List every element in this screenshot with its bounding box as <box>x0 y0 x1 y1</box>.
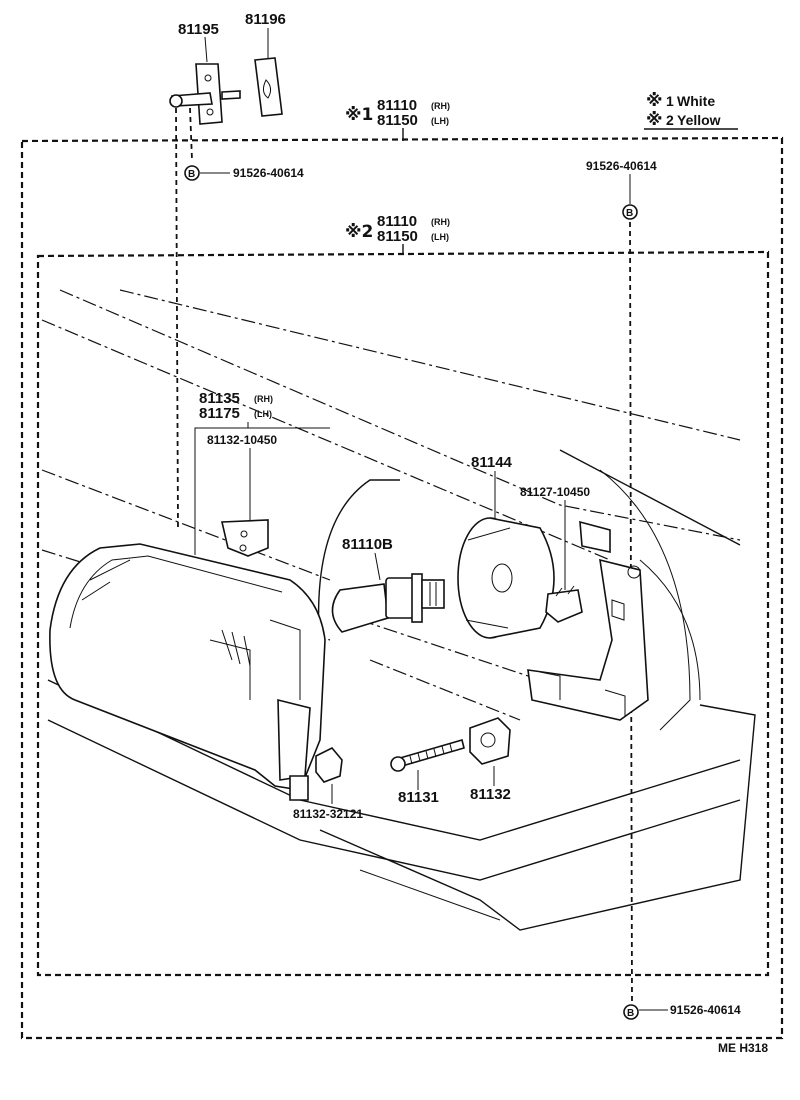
part-81195-bracket <box>169 63 241 125</box>
legend: ※ 1 White ※ 2 Yellow <box>644 91 738 130</box>
outer-assembly-frame <box>20 136 784 1040</box>
label-81195: 81195 <box>178 21 219 38</box>
part-mounting-bracket <box>527 520 649 721</box>
assembly-outer-lh-tag: (LH) <box>431 116 449 126</box>
part-81132-32121-clip <box>315 747 343 783</box>
assembly-outer-label: ※1 81110 (RH) 81150 (LH) <box>345 97 450 141</box>
bolt-callout-top-left: B 91526-40614 <box>184 165 304 181</box>
bolt-code-3: 91526-40614 <box>670 1003 741 1017</box>
part-headlamp-housing <box>49 543 326 801</box>
assembly-inner-rh: 81110 <box>377 213 417 230</box>
legend-text-white: White <box>677 93 715 109</box>
part-81132-nut <box>469 717 511 765</box>
bolt-symbol-2: B <box>626 208 633 219</box>
label-81110B: 81110B <box>342 536 393 553</box>
label-81132-10450: 81132-10450 <box>207 433 277 447</box>
label-81127-10450: 81127-10450 <box>520 485 590 499</box>
part-81110B-bulb <box>331 573 445 633</box>
part-81131-screw <box>390 739 465 772</box>
assembly-inner-mark: ※2 <box>345 222 373 242</box>
label-81132: 81132 <box>470 786 511 803</box>
label-81175-tag: (LH) <box>254 409 272 419</box>
part-81144-socket-cover <box>457 517 555 639</box>
assembly-outer-rh: 81110 <box>377 97 417 114</box>
part-81196-plate <box>254 57 283 117</box>
footer-code: ME H318 <box>718 1041 768 1055</box>
label-81131: 81131 <box>398 789 439 806</box>
bolt-code-2: 91526-40614 <box>586 159 657 173</box>
label-81135-81175: 81135 (RH) 81175 (LH) <box>199 390 273 422</box>
part-81132-10450-clip <box>221 519 269 557</box>
label-81144: 81144 <box>471 454 513 471</box>
assembly-inner-lh-tag: (LH) <box>431 232 449 242</box>
legend-mark-1: ※ <box>646 91 663 111</box>
bolt-symbol-3: B <box>627 1008 634 1019</box>
part-81127-10450-clip <box>545 585 583 623</box>
assembly-inner-rh-tag: (RH) <box>431 217 450 227</box>
assembly-inner-label: ※2 81110 (RH) 81150 (LH) <box>345 213 450 254</box>
inner-assembly-frame <box>36 250 770 977</box>
assembly-inner-lh: 81150 <box>377 228 418 245</box>
label-81135-tag: (RH) <box>254 394 273 404</box>
legend-num-2: 2 <box>666 112 674 128</box>
legend-text-yellow: Yellow <box>677 112 721 128</box>
label-81135: 81135 <box>199 390 240 407</box>
label-81196: 81196 <box>245 11 286 28</box>
bolt-code-1: 91526-40614 <box>233 166 304 180</box>
legend-mark-2: ※ <box>646 110 663 130</box>
alignment-line-left <box>175 107 179 531</box>
bolt-callout-top-right: 91526-40614 B <box>586 159 657 220</box>
label-81175: 81175 <box>199 405 240 422</box>
bolt-symbol-1: B <box>188 169 195 180</box>
legend-num-1: 1 <box>666 93 674 109</box>
assembly-outer-mark: ※1 <box>345 105 373 125</box>
bolt-callout-bottom: B 91526-40614 <box>623 1003 741 1020</box>
assembly-outer-rh-tag: (RH) <box>431 101 450 111</box>
label-81132-32121: 81132-32121 <box>293 807 363 821</box>
assembly-outer-lh: 81150 <box>377 112 418 129</box>
